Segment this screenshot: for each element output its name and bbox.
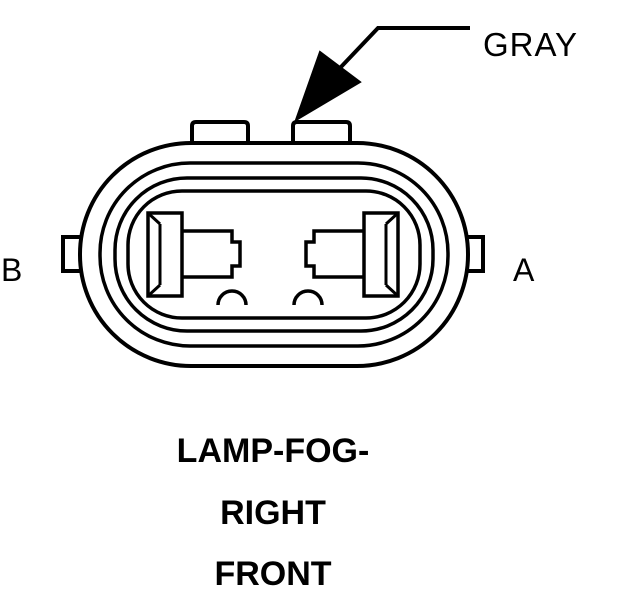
cavity-a: [362, 211, 400, 298]
top-tab-left: [190, 120, 250, 143]
side-tab-left: [61, 235, 82, 273]
callout-leader-line: [338, 26, 470, 70]
key-bump-right: [292, 289, 324, 306]
housing-inner-ring-3: [126, 189, 422, 320]
pin-a-label: A: [513, 252, 535, 288]
cavity-b-corner-marks: [146, 211, 162, 298]
cavity-a-corner-marks: [384, 211, 400, 298]
cavity-a-terminal: [304, 229, 364, 279]
title-line-2: RIGHT: [220, 494, 326, 532]
housing-inner-ring-2: [113, 176, 435, 333]
key-bump-left: [216, 289, 248, 306]
wire-color-label: GRAY: [483, 26, 579, 63]
side-tab-right: [465, 235, 485, 273]
top-tab-right: [291, 120, 352, 143]
cavity-b: [146, 211, 184, 298]
title-line-3: FRONT: [214, 555, 332, 593]
pin-b-label: B: [1, 252, 23, 288]
housing-outer-outline: [78, 141, 470, 368]
title-line-1: LAMP-FOG-: [176, 432, 370, 470]
callout-arrowhead: [294, 50, 362, 123]
cavity-b-terminal: [182, 229, 242, 279]
housing-inner-ring-1: [98, 161, 450, 348]
